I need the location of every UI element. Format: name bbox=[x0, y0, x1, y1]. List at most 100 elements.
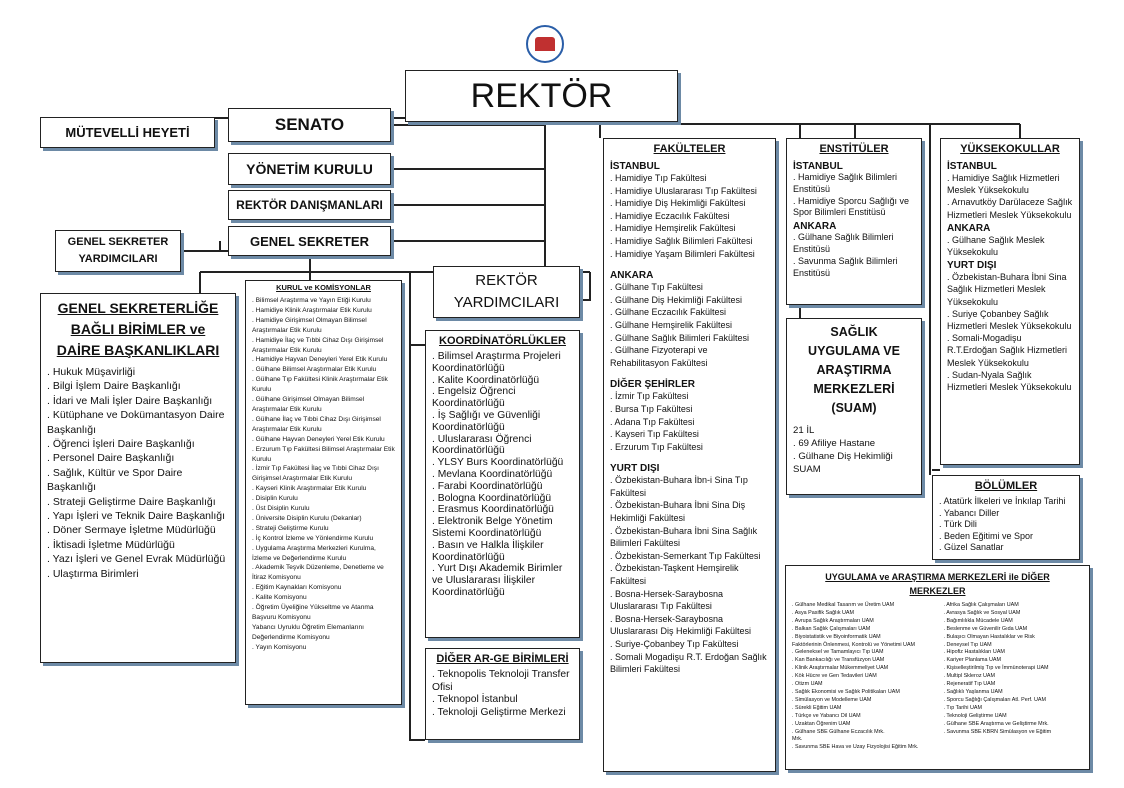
list-item: . Üst Disiplin Kurulu bbox=[252, 505, 310, 513]
bol-title: BÖLÜMLER bbox=[974, 480, 1038, 492]
list-item: . Strateji Geliştirme Kurulu bbox=[252, 524, 329, 532]
list-item: . İktisadi İşletme Müdürlüğü bbox=[47, 538, 175, 551]
list-item: . Sporcu Sağlığı Çalışmaları Atl. Perf. … bbox=[943, 696, 1046, 703]
list-item: . Bilimsel Araştırma Projeleri Koordinat… bbox=[432, 351, 561, 374]
rektor-box[interactable]: REKTÖR bbox=[405, 70, 678, 122]
section-heading: DİĞER ŞEHİRLER bbox=[610, 379, 696, 391]
list-item: . Sudan-Nyala Sağlık Hizmetleri Meslek Y… bbox=[947, 369, 1072, 393]
list-item: . Adana Tıp Fakültesi bbox=[610, 416, 695, 427]
section-heading: İSTANBUL bbox=[793, 161, 843, 172]
list-item: . Bosna-Hersek-Saraybosna Uluslararası T… bbox=[610, 588, 724, 612]
list-item: . Erzurum Tıp Fakültesi Bilimsel Araştır… bbox=[252, 445, 395, 463]
list-item: . Uygulama Araştırma Merkezleri Kurulma,… bbox=[252, 544, 376, 562]
list-item: . Gülhane İlaç ve Tıbbi Cihaz Dışı Giriş… bbox=[252, 415, 381, 433]
list-item: . Bilgi İşlem Daire Başkanlığı bbox=[47, 380, 181, 393]
enstituler-box: ENSTİTÜLER İSTANBUL. Hamidiye Sağlık Bil… bbox=[786, 138, 922, 305]
list-item: . Hamidiye Sağlık Hizmetleri Meslek Yüks… bbox=[947, 173, 1060, 196]
list-item: . Eğitim Kaynakları Komisyonu bbox=[252, 584, 342, 592]
list-item: . Biyoistatistik ve Biyoinformatik UAM bbox=[792, 633, 881, 640]
section-heading: YURT DIŞI bbox=[947, 260, 997, 272]
list-item: . Mevlana Koordinatörlüğü bbox=[432, 468, 553, 480]
list-item: . Klinik Araştırmalar Mükemmeliyet UAM bbox=[792, 665, 889, 672]
danisman-label: REKTÖR DANIŞMANLARI bbox=[236, 198, 383, 212]
list-item: . Erasmus Koordinatörlüğü bbox=[432, 504, 554, 516]
uam-title: UYGULAMA ve ARAŞTIRMA MERKEZLERİ ile DİĞ… bbox=[825, 572, 1050, 596]
list-item: . Teknoloji Geliştirme UAM bbox=[943, 712, 1007, 719]
list-item: . Tıp Tarihi UAM bbox=[943, 704, 982, 711]
list-item: . Gülhane Bilimsel Araştırmalar Etik Kur… bbox=[252, 366, 377, 374]
list-item: . Farabi Koordinatörlüğü bbox=[432, 480, 543, 492]
list-item: . Gülhane Hemşirelik Fakültesi bbox=[610, 319, 733, 330]
list-item: . İş Sağlığı ve Güvenliği Koordinatörlüğ… bbox=[432, 409, 541, 433]
list-item: . Hamidiye Girişimsel Olmayan Bilimsel A… bbox=[252, 316, 367, 334]
list-item: . Teknopolis Teknoloji Transfer Ofisi bbox=[432, 669, 570, 693]
rektor-danismanlari-box[interactable]: REKTÖR DANIŞMANLARI bbox=[228, 190, 391, 220]
university-logo bbox=[526, 25, 564, 63]
list-item: . Strateji Geliştirme Daire Başkanlığı bbox=[47, 495, 216, 508]
list-item: . Gülhane Sağlık Bilimleri Fakültesi bbox=[610, 332, 750, 343]
list-item: . Kalite Komisyonu bbox=[252, 594, 307, 602]
list-item: . Uzaktan Öğrenim UAM bbox=[792, 720, 851, 727]
list-item: . YLSY Burs Koordinatörlüğü bbox=[432, 457, 564, 469]
mutevelli-label: MÜTEVELLİ HEYETİ bbox=[65, 125, 190, 140]
list-item: . Hamidiye Hayvan Deneyleri Yerel Etik K… bbox=[252, 356, 388, 364]
list-item: . Avrupa Sağlık Araştırmaları UAM bbox=[792, 617, 874, 624]
list-item: . Gülhane SBE Gülhane Eczacılık Mrk. bbox=[792, 728, 885, 735]
list-item: . Sürekli Eğitim UAM bbox=[792, 704, 842, 711]
list-item: . Gülhane Girişimsel Olmayan Bilimsel Ar… bbox=[252, 396, 365, 413]
list-item: . Özbekistan-Buhara İbni Sina Sağlık Hiz… bbox=[947, 272, 1067, 307]
list-item: . Teknoloji Geliştirme Merkezi bbox=[432, 706, 566, 718]
list-item: . Kayseri Klinik Araştırmalar Etik Kurul… bbox=[252, 485, 367, 493]
list-item: . Kayseri Tıp Fakültesi bbox=[610, 429, 699, 440]
list-item: . Somali-Mogadişu R.T.Erdoğan Sağlık Hiz… bbox=[947, 333, 1068, 368]
list-item: . Rejeneratif Tıp UAM bbox=[943, 681, 996, 688]
genel-sekreterlik-box: GENEL SEKRETERLİĞE BAĞLI BİRİMLER ve DAİ… bbox=[40, 293, 236, 663]
kurul-komisyonlar-box: KURUL ve KOMİSYONLAR . Bilimsel Araştırm… bbox=[245, 280, 402, 705]
list-item: . Yazı İşleri ve Genel Evrak Müdürlüğü bbox=[47, 553, 226, 566]
list-item: . Gülhane Medikal Tasarım ve Üretim UAM bbox=[792, 602, 895, 608]
senato-label: SENATO bbox=[274, 115, 345, 134]
list-item: . Beden Eğitimi ve Spor bbox=[939, 530, 1034, 541]
list-item: . Hamidiye Sağlık Bilimleri Enstitüsü bbox=[793, 172, 898, 194]
list-item: . Gülhane Sağlık Bilimleri Enstitüsü bbox=[793, 232, 894, 254]
list-item: . Türkçe ve Yabancı Dil UAM bbox=[792, 712, 861, 719]
list-item: . Multipl Skleroz UAM bbox=[943, 673, 996, 680]
list-item: . Gülhane Eczacılık Fakültesi bbox=[610, 307, 727, 318]
list-item: . Somali Mogadişu R.T. Erdoğan Sağlık Bi… bbox=[610, 651, 767, 675]
list-item: . Personel Daire Başkanlığı bbox=[47, 452, 175, 465]
list-item: . Yayın Komisyonu bbox=[252, 643, 307, 651]
mutevelli-box[interactable]: MÜTEVELLİ HEYETİ bbox=[40, 117, 215, 148]
list-item: . Bulaşıcı Olmayan Hastalıklar ve Risk bbox=[943, 633, 1035, 640]
senato-box[interactable]: SENATO bbox=[228, 108, 391, 142]
list-item: . Üniversite Disiplin Kurulu (Dekanlar) bbox=[252, 514, 362, 522]
list-item: . Hamidiye Yaşam Bilimleri Fakültesi bbox=[610, 248, 755, 259]
list-item: . Balkan Sağlık Çalışmaları UAM bbox=[792, 625, 871, 632]
list-item: . Hamidiye Sağlık Bilimleri Fakültesi bbox=[610, 235, 753, 246]
list-item: . 69 Afiliye Hastane bbox=[793, 438, 876, 449]
yonetim-kurulu-box[interactable]: YÖNETİM KURULU bbox=[228, 153, 391, 185]
list-item: . Gülhane Fizyoterapi ve Rehabilitasyon … bbox=[610, 345, 708, 368]
list-item: . Kan Bankacılığı ve Transfüzyon UAM bbox=[792, 657, 885, 664]
rektor-yardimcilari-box[interactable]: REKTÖR YARDIMCILARI bbox=[433, 266, 580, 318]
list-item: . Uluslararası Öğrenci Koordinatörlüğü bbox=[432, 433, 532, 457]
suam-box: SAĞLIK UYGULAMA VE ARAŞTIRMA MERKEZLERİ … bbox=[786, 318, 922, 495]
list-item: . Yurt Dışı Akademik Birimler ve Uluslar… bbox=[432, 563, 563, 598]
list-item: . Hamidiye Diş Hekimliği Fakültesi bbox=[610, 198, 746, 209]
koordinatorlukler-box: KOORDİNATÖRLÜKLER . Bilimsel Araştırma P… bbox=[425, 330, 580, 638]
list-item: . Sağlık, Kültür ve Spor Daire Başkanlığ… bbox=[47, 466, 183, 494]
genel-sekreter-yardimcilari-box[interactable]: GENEL SEKRETER YARDIMCILARI bbox=[55, 230, 181, 272]
list-item: . Savunma SBE KBRN Simülasyon ve Eğitim bbox=[943, 728, 1052, 735]
list-item: . Hamidiye Uluslararası Tıp Fakültesi bbox=[610, 185, 757, 196]
list-item: . Özbekistan-Buhara İbni Sina Diş Hekiml… bbox=[610, 500, 746, 524]
genel-sekreter-box[interactable]: GENEL SEKRETER bbox=[228, 226, 391, 256]
yonetim-label: YÖNETİM KURULU bbox=[246, 161, 373, 177]
list-item: . Arnavutköy Darülaceze Sağlık Hizmetler… bbox=[947, 197, 1073, 220]
list-item: . Geleneksel ve Tamamlayıcı Tıp UAM bbox=[792, 649, 884, 656]
list-item: . Beslenme ve Güvenilir Gıda UAM bbox=[943, 625, 1028, 632]
list-item: . İzmir Tıp Fakültesi İlaç ve Tıbbi Ciha… bbox=[252, 465, 379, 483]
list-item: . Güzel Sanatlar bbox=[939, 542, 1004, 552]
list-item: . Disiplin Kurulu bbox=[252, 495, 298, 503]
list-item: 21 İL bbox=[793, 425, 815, 436]
list-item: . Hamidiye Eczacılık Fakültesi bbox=[610, 210, 730, 221]
